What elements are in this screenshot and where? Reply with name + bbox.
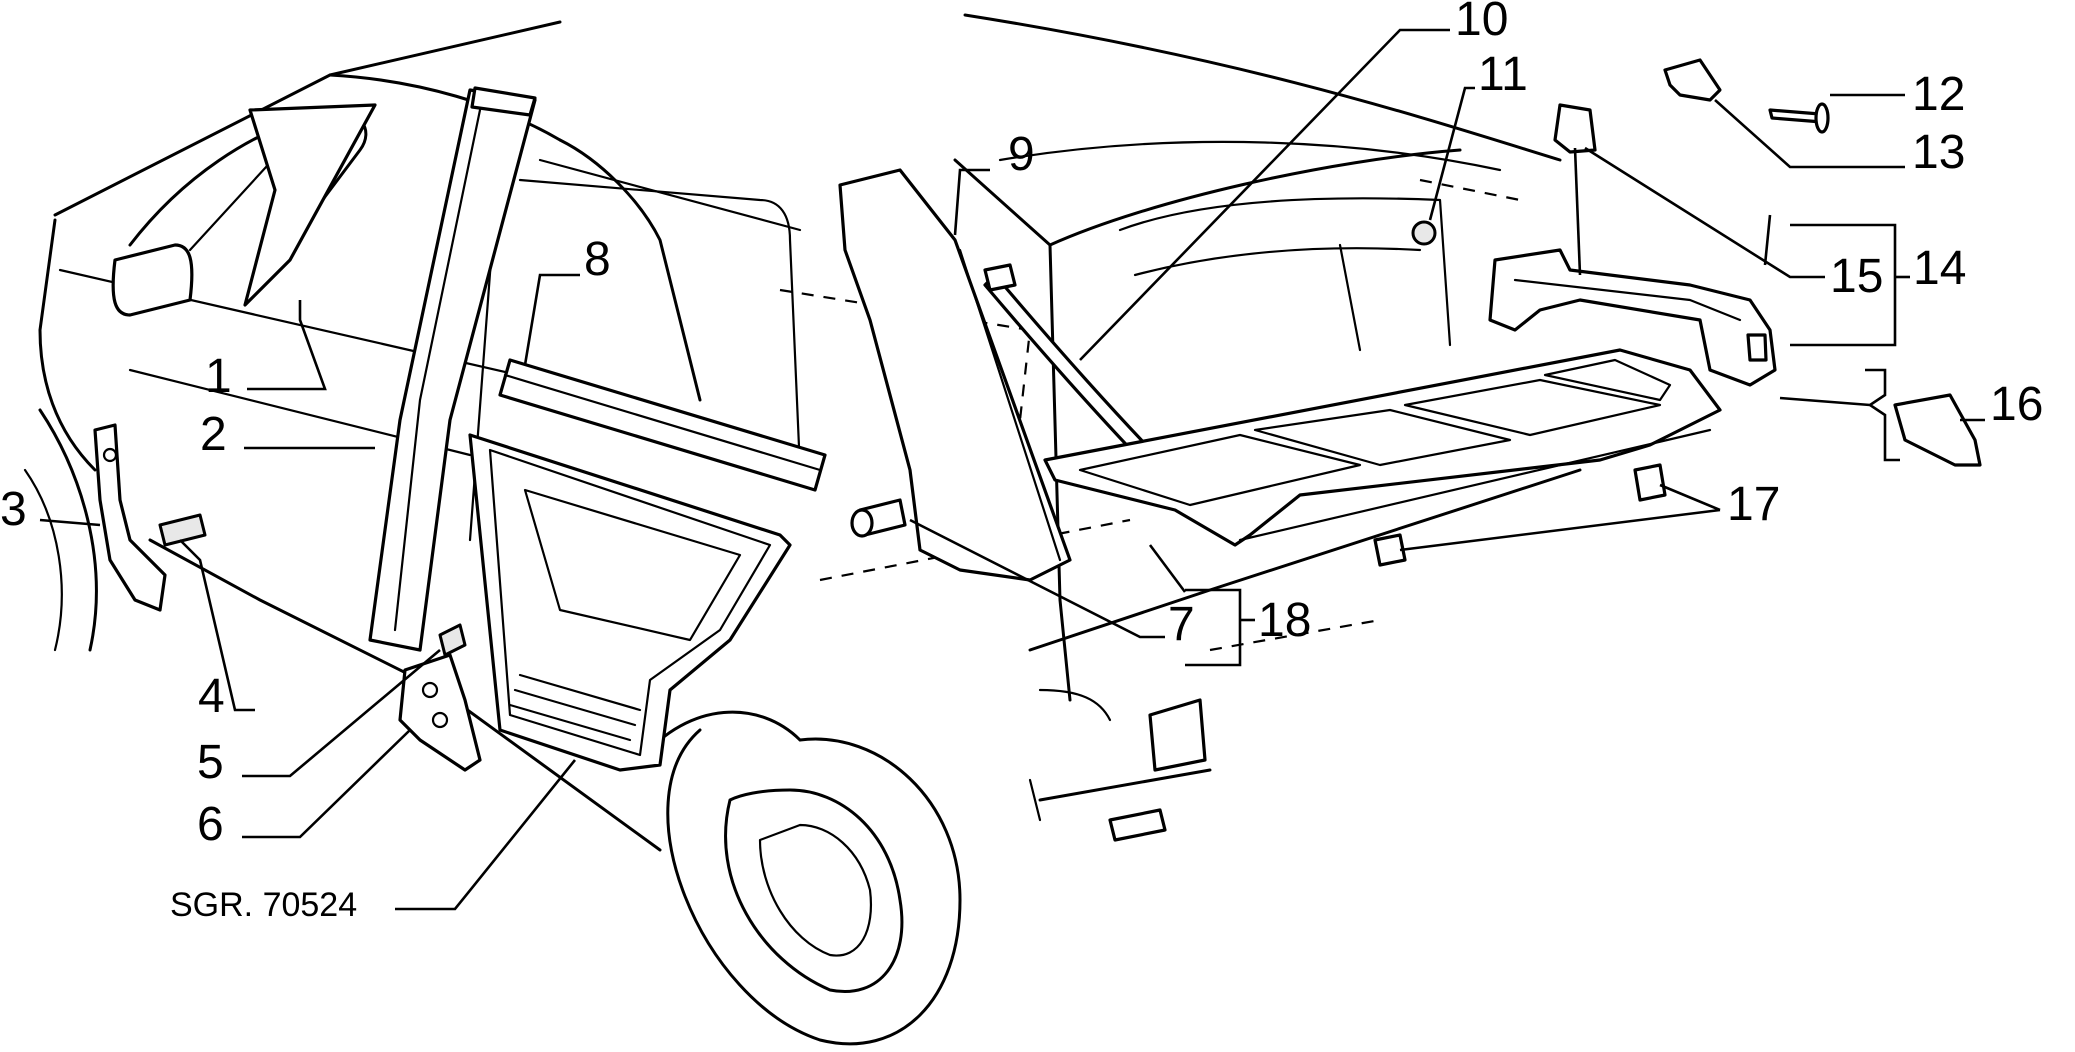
callout-17: 17 (1727, 478, 1780, 531)
part-13-clip (1663, 58, 1722, 102)
callout-9: 9 (1008, 128, 1035, 181)
callout-7: 7 (1168, 598, 1195, 651)
rear-door-panel (468, 433, 792, 772)
callout-3: 3 (0, 483, 27, 536)
part-16-cover (1893, 393, 1982, 467)
leader-lines (39, 28, 1985, 911)
car-body-outline (23, 13, 1582, 1046)
callout-5: 5 (197, 736, 224, 789)
part-15-bracket (1553, 103, 1597, 154)
callout-2: 2 (200, 408, 227, 461)
part-4-clip (158, 513, 207, 547)
part-12-screw (1768, 102, 1830, 134)
callout-16: 16 (1990, 378, 2043, 431)
callout-13: 13 (1912, 126, 1965, 179)
door-mirror (111, 243, 194, 317)
part-9-c-pillar-trim (838, 168, 1072, 582)
part-14-support-trim (1488, 248, 1777, 387)
callout-6: 6 (197, 798, 224, 851)
callout-18: 18 (1258, 594, 1311, 647)
callout-10: 10 (1455, 0, 1508, 46)
callout-4: 4 (198, 670, 225, 723)
part-18-parcel-shelf (1043, 348, 1722, 547)
part-3-kick-trim (93, 423, 167, 612)
callout-14: 14 (1913, 242, 1966, 295)
part-5-clip (438, 623, 467, 657)
part-8-window-channel (498, 358, 827, 492)
callout-11: 11 (1478, 48, 1528, 101)
part-17-clip-b (1633, 463, 1667, 502)
callout-12: 12 (1912, 68, 1965, 121)
part-1-window-trim (243, 103, 377, 307)
part-11-grommet (1411, 220, 1437, 246)
drawing-reference: SGR. 70524 (170, 886, 357, 924)
callout-15: 15 (1830, 250, 1883, 303)
callout-8: 8 (584, 233, 611, 286)
part-17-clip-a (1373, 533, 1407, 567)
callout-1: 1 (205, 350, 232, 403)
